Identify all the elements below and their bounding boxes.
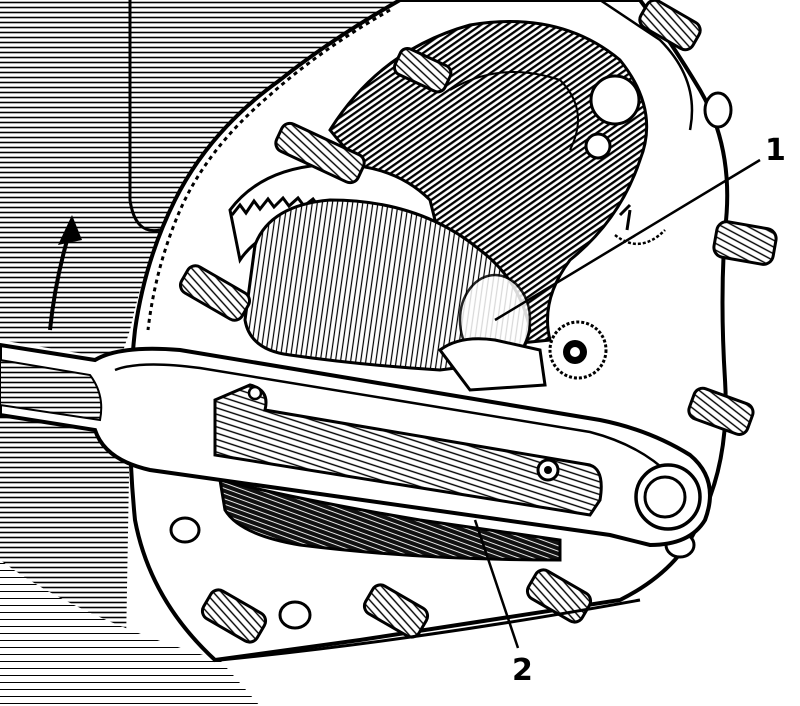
direction-arrow-icon xyxy=(48,215,82,331)
cone-part xyxy=(243,198,547,392)
callout-label-2: 2 xyxy=(512,653,533,688)
callout-label-1: 1 xyxy=(765,133,786,168)
stud-right-low xyxy=(687,386,755,436)
stud-top-center xyxy=(392,46,453,94)
leader-lines xyxy=(473,158,761,649)
dial-mark-icon xyxy=(614,203,666,245)
lower-shaft xyxy=(218,477,562,562)
stud-bottom-3 xyxy=(525,568,593,624)
mounting-holes xyxy=(169,91,733,630)
leader-line-1 xyxy=(494,158,761,322)
left-casing xyxy=(0,0,400,706)
stud-left xyxy=(178,264,252,322)
stud-bottom-1 xyxy=(200,588,268,644)
stud-upper-left xyxy=(274,121,366,185)
wrench-handle xyxy=(0,342,712,548)
stud-top-right xyxy=(638,0,702,52)
knurled-bolt xyxy=(548,320,608,380)
studs xyxy=(178,0,778,644)
bottom-edge-line xyxy=(219,598,641,662)
stud-right-mid xyxy=(712,220,778,266)
stud-bottom-2 xyxy=(362,583,430,639)
leader-line-2 xyxy=(473,519,520,649)
